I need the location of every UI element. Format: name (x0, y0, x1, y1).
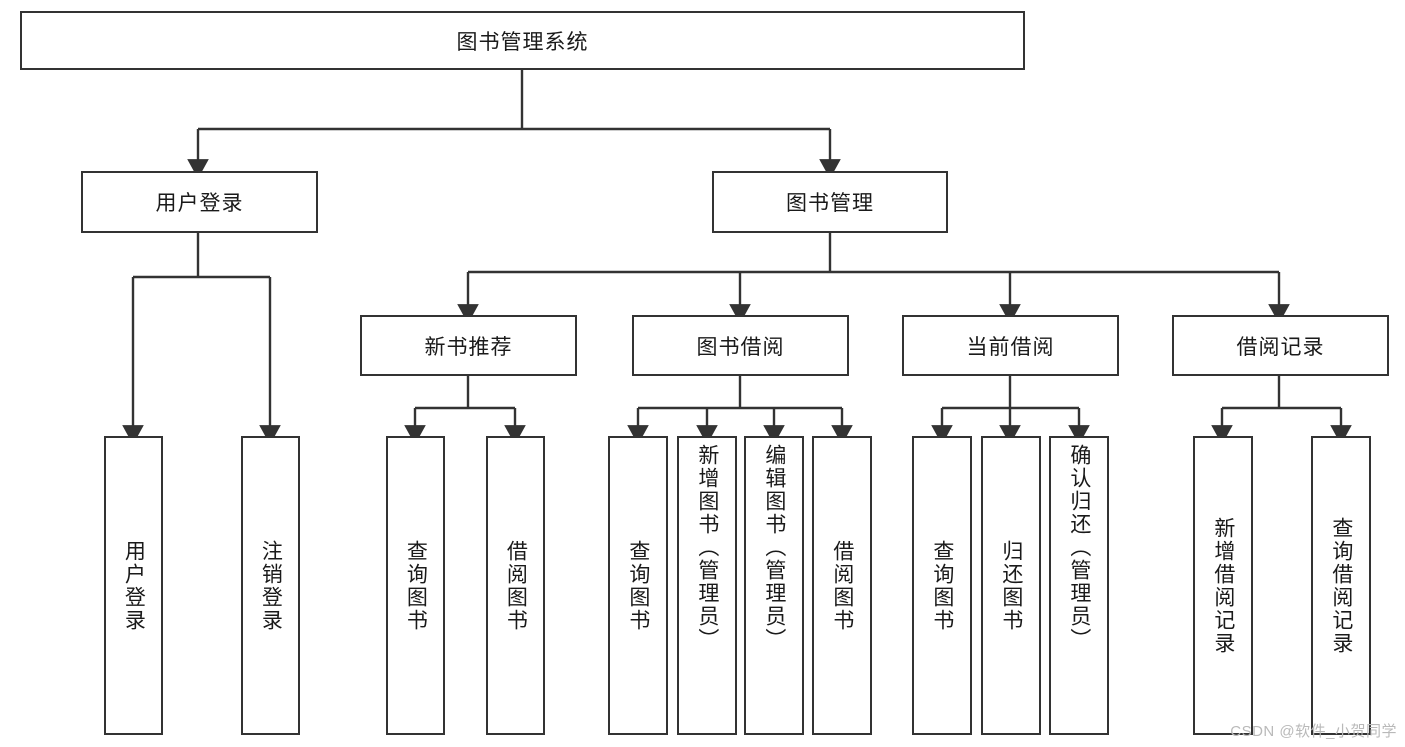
node-book-borrow-label: 图书借阅 (696, 335, 785, 359)
watermark: CSDN @软件_小贺同学 (1230, 723, 1397, 740)
node-current-borrow[interactable]: 当前借阅 (902, 315, 1119, 376)
node-leaf-borrow-book-2[interactable]: 借阅图书 (812, 436, 872, 735)
node-leaf-user-login-label: 用户登录 (122, 539, 146, 632)
node-leaf-user-login[interactable]: 用户登录 (104, 436, 163, 735)
node-leaf-query-book-3[interactable]: 查询图书 (912, 436, 972, 735)
node-user-login-label: 用户登录 (155, 192, 244, 215)
node-leaf-add-record-label: 新增借阅记录 (1211, 516, 1235, 655)
node-root[interactable]: 图书管理系统 (20, 11, 1025, 70)
node-leaf-add-book-label: 新增图书（管理员） (695, 444, 719, 651)
node-leaf-borrow-book-1-label: 借阅图书 (504, 539, 528, 632)
node-leaf-logout[interactable]: 注销登录 (241, 436, 300, 735)
node-leaf-borrow-book-2-label: 借阅图书 (830, 539, 854, 632)
node-leaf-query-book-1-label: 查询图书 (404, 539, 428, 632)
node-root-label: 图书管理系统 (456, 30, 589, 54)
node-leaf-query-book-3-label: 查询图书 (930, 539, 954, 632)
node-leaf-add-record[interactable]: 新增借阅记录 (1193, 436, 1253, 735)
node-leaf-query-book-2[interactable]: 查询图书 (608, 436, 668, 735)
node-leaf-logout-label: 注销登录 (259, 539, 283, 632)
node-current-borrow-label: 当前借阅 (966, 335, 1055, 359)
node-leaf-return-book-label: 归还图书 (999, 539, 1023, 632)
node-leaf-query-record[interactable]: 查询借阅记录 (1311, 436, 1371, 735)
node-leaf-edit-book[interactable]: 编辑图书（管理员） (744, 436, 804, 735)
node-book-borrow[interactable]: 图书借阅 (632, 315, 849, 376)
node-user-login[interactable]: 用户登录 (81, 171, 318, 233)
node-book-manage-label: 图书管理 (786, 192, 874, 215)
node-new-book-rec-label: 新书推荐 (424, 335, 513, 359)
node-borrow-record[interactable]: 借阅记录 (1172, 315, 1389, 376)
node-new-book-rec[interactable]: 新书推荐 (360, 315, 577, 376)
node-leaf-add-book[interactable]: 新增图书（管理员） (677, 436, 737, 735)
node-leaf-query-record-label: 查询借阅记录 (1329, 516, 1353, 655)
node-leaf-return-book[interactable]: 归还图书 (981, 436, 1041, 735)
node-leaf-borrow-book-1[interactable]: 借阅图书 (486, 436, 545, 735)
node-book-manage[interactable]: 图书管理 (712, 171, 948, 233)
node-leaf-confirm-return[interactable]: 确认归还（管理员） (1049, 436, 1109, 735)
node-borrow-record-label: 借阅记录 (1236, 335, 1325, 359)
node-leaf-confirm-return-label: 确认归还（管理员） (1067, 444, 1091, 651)
node-leaf-edit-book-label: 编辑图书（管理员） (762, 444, 786, 651)
node-leaf-query-book-1[interactable]: 查询图书 (386, 436, 445, 735)
node-leaf-query-book-2-label: 查询图书 (626, 539, 650, 632)
